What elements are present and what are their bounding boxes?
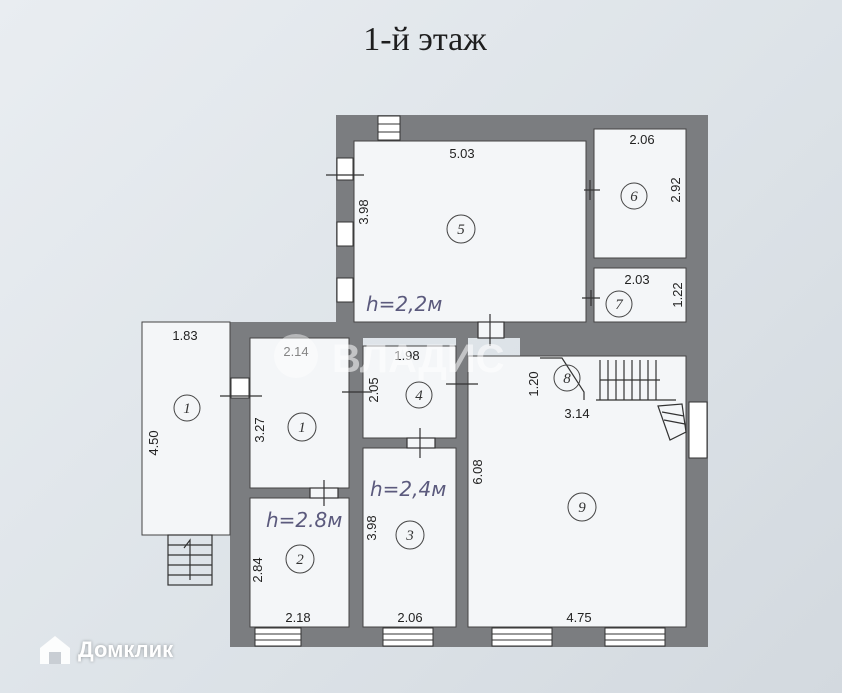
wall-partition-5-6 (586, 126, 594, 326)
height-note-room-5: h=2,2м (366, 292, 442, 316)
room-2-floor (249, 497, 350, 628)
room-5-floor (353, 140, 587, 323)
up-arrow (183, 538, 191, 580)
door (406, 437, 436, 449)
porch-steps (167, 534, 213, 586)
wall-partition-1-2 (250, 488, 349, 498)
window (336, 157, 354, 181)
window (688, 401, 708, 459)
dim-label: 6.08 (470, 459, 485, 484)
stair-rail (540, 357, 585, 400)
room-marker-circle (553, 364, 581, 392)
height-note-room-2: h=2.8м (266, 508, 342, 532)
room-numbers: 5 6 7 1 1 4 8 9 2 3 (183, 189, 638, 568)
dim-label: 1.83 (172, 328, 197, 343)
wall-bottom (230, 627, 708, 647)
room-number-9: 9 (578, 500, 586, 516)
dim-label: 4.50 (146, 430, 161, 455)
doors (220, 174, 600, 506)
dim-label: 2.18 (285, 610, 310, 625)
wall-partition-1-3 (349, 338, 363, 627)
room-9-floor (467, 355, 687, 628)
window (254, 627, 302, 647)
room-number-8: 8 (563, 371, 571, 387)
height-note-room-3: h=2,4м (370, 477, 446, 501)
room-markers (173, 182, 648, 574)
room-number-1: 1 (298, 420, 306, 436)
dim-label: 1.20 (526, 371, 541, 396)
room-number-4: 4 (415, 388, 423, 404)
stair-winder (657, 403, 687, 441)
window (377, 115, 401, 141)
wall-partition-3-9 (456, 338, 468, 627)
dim-label: 3.27 (252, 417, 267, 442)
dim-label: 3.14 (564, 406, 589, 421)
room-number-3: 3 (405, 528, 414, 544)
room-number-1-porch: 1 (183, 401, 191, 417)
windows (230, 115, 708, 647)
window (382, 627, 434, 647)
dim-label: 2.06 (629, 132, 654, 147)
room-6-floor (593, 128, 687, 259)
wall-right (686, 115, 708, 647)
dimension-labels: 5.03 2.06 2.92 3.98 2.03 1.22 1.83 2.14 … (146, 132, 685, 625)
dim-label: 2.84 (250, 557, 265, 582)
window (604, 627, 666, 647)
room-marker-circle (405, 381, 433, 409)
dim-label: 2.92 (668, 177, 683, 202)
dim-label: 2.03 (624, 272, 649, 287)
room-fills (141, 128, 687, 628)
height-notes: h=2,2м h=2,4м h=2.8м (266, 292, 446, 532)
wall-middle (230, 322, 708, 338)
floor-title: 1-й этаж (363, 21, 487, 58)
house-icon (40, 636, 70, 664)
door (477, 321, 505, 339)
dim-label: 2.06 (397, 610, 422, 625)
window (491, 627, 553, 647)
dim-label: 2.14 (283, 344, 308, 359)
room-number-2: 2 (296, 552, 304, 568)
room-marker-circle (287, 412, 317, 442)
dim-label: 2.05 (366, 377, 381, 402)
dim-label: 1.22 (670, 282, 685, 307)
dim-label: 3.98 (356, 199, 371, 224)
watermark-text: ВЛАДИС (332, 337, 504, 381)
room-marker-circle (285, 544, 315, 574)
brand-name: Домклик (78, 637, 174, 662)
watermark-logo-icon (274, 334, 318, 378)
room-3-floor (362, 447, 457, 628)
room-4-floor (362, 345, 457, 439)
dim-label: 3.98 (364, 515, 379, 540)
room-marker-circle (173, 394, 201, 422)
wall-stair (520, 338, 688, 356)
window (336, 277, 354, 303)
watermark: ВЛАДИС (274, 334, 504, 381)
room-number-5: 5 (457, 222, 465, 238)
window (336, 221, 354, 247)
room-number-7: 7 (615, 297, 624, 313)
dim-label: 1.98 (394, 348, 419, 363)
brand-logo: Домклик (38, 634, 173, 666)
room-marker-circle (605, 290, 633, 318)
room-1-porch-floor (141, 321, 231, 536)
dim-label: 5.03 (449, 146, 474, 161)
room-marker-circle (620, 182, 648, 210)
window (230, 377, 250, 399)
room-marker-circle (567, 492, 597, 522)
staircase (540, 357, 687, 441)
room-marker-circle (395, 520, 425, 550)
wall-partition-6-7 (588, 258, 688, 268)
room-number-6: 6 (630, 189, 638, 205)
wall-lower-left (230, 322, 250, 647)
room-marker-circle (446, 214, 476, 244)
dim-label: 4.75 (566, 610, 591, 625)
